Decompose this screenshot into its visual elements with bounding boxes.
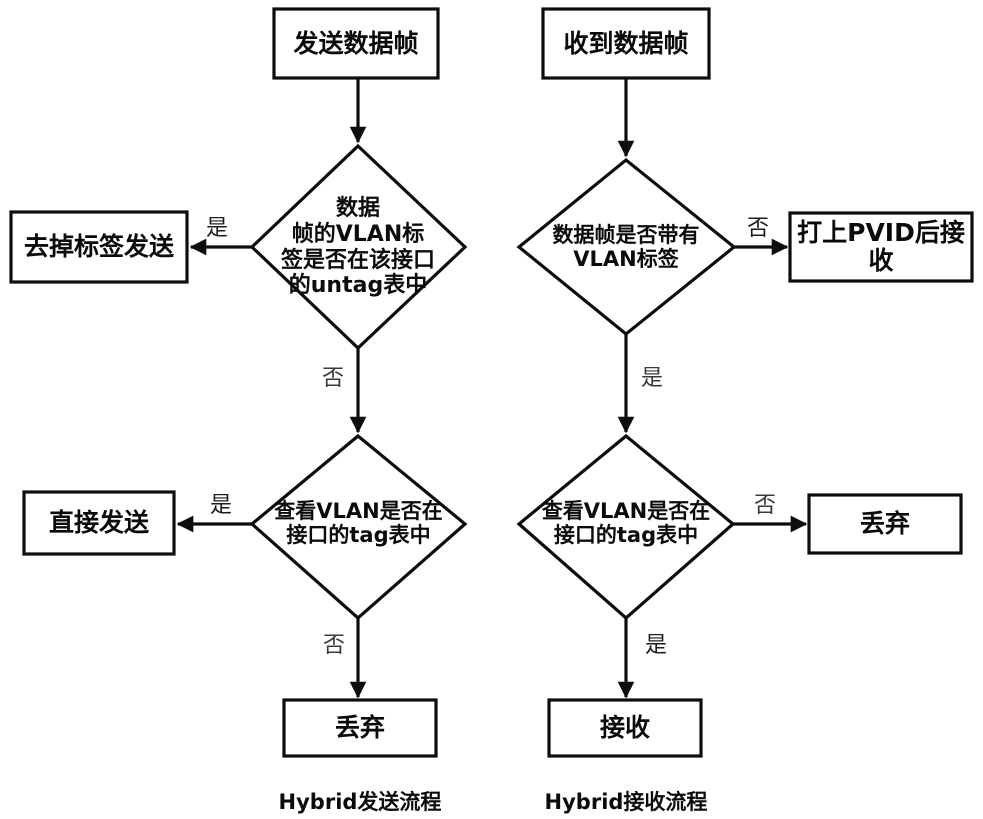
left-decision-2 — [249, 433, 468, 621]
left-flow-caption: Hybrid发送流程 — [278, 790, 442, 814]
right-receive-box — [547, 698, 703, 758]
right-discard-box — [807, 493, 963, 555]
left-start-box — [272, 7, 440, 80]
right-decision-1 — [516, 157, 737, 337]
right-pvid-box — [788, 211, 974, 283]
left-remove-tag-box — [9, 210, 189, 284]
left-decision-1 — [249, 143, 468, 351]
left-discard-box — [282, 698, 438, 758]
right-start-box — [541, 7, 711, 80]
left-direct-send-box — [22, 490, 176, 556]
right-decision-2 — [516, 433, 736, 621]
right-flow-caption: Hybrid接收流程 — [544, 790, 708, 814]
